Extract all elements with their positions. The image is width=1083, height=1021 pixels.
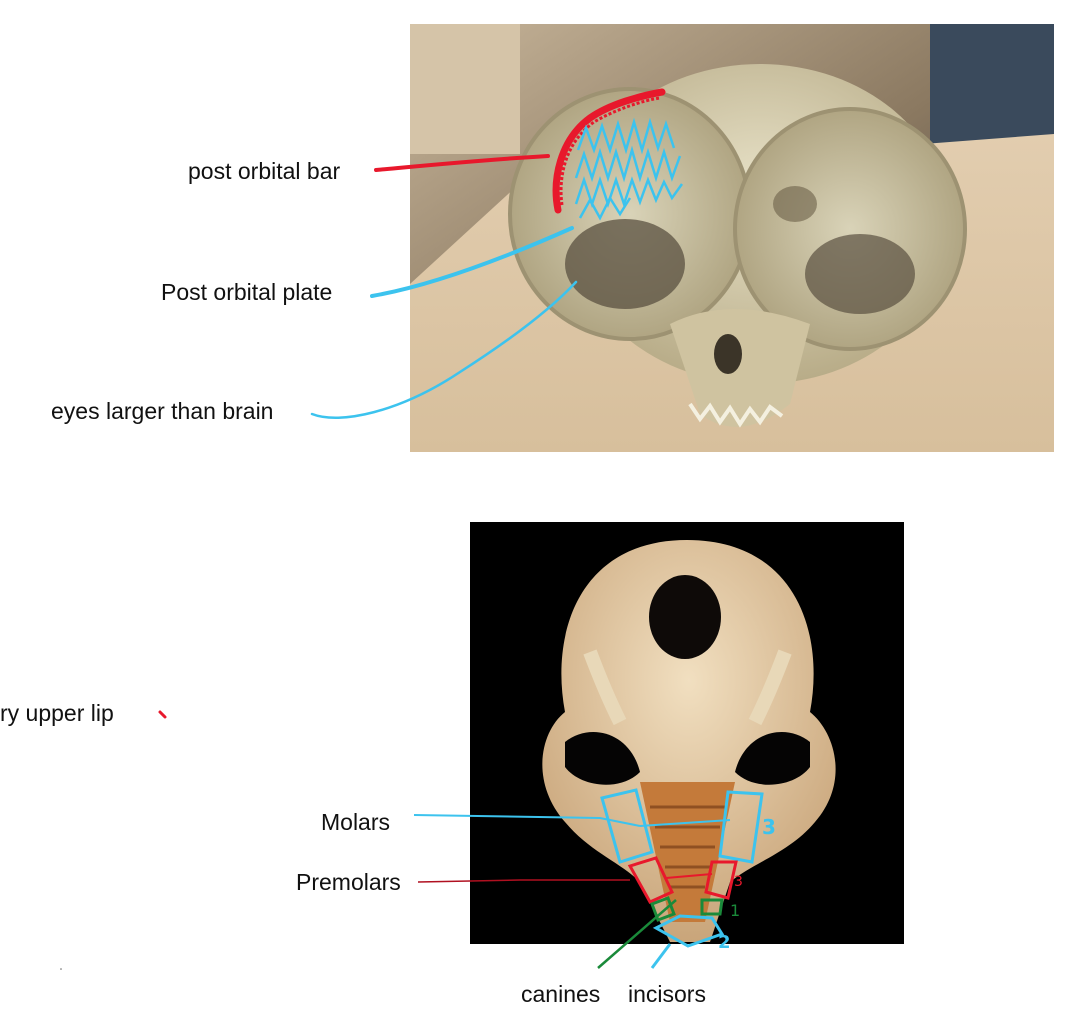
- label-canines: canines: [521, 981, 601, 1007]
- stray-dot: [60, 968, 62, 970]
- skull-ventral-photo: [470, 522, 904, 944]
- label-post-orbital-plate: Post orbital plate: [161, 279, 333, 305]
- label-molars: Molars: [321, 809, 391, 835]
- label-side-note: ry upper lip: [0, 700, 114, 726]
- label-incisors: incisors: [628, 981, 706, 1007]
- red-tick-mark: [158, 710, 167, 719]
- label-post-orbital-bar: post orbital bar: [188, 158, 341, 184]
- incisors-leader: [650, 943, 672, 969]
- foramen-magnum: [649, 575, 721, 659]
- label-premolars: Premolars: [296, 869, 401, 895]
- skull-front-photo: [410, 24, 1054, 452]
- label-eyes-larger-than-brain: eyes larger than brain: [51, 398, 274, 424]
